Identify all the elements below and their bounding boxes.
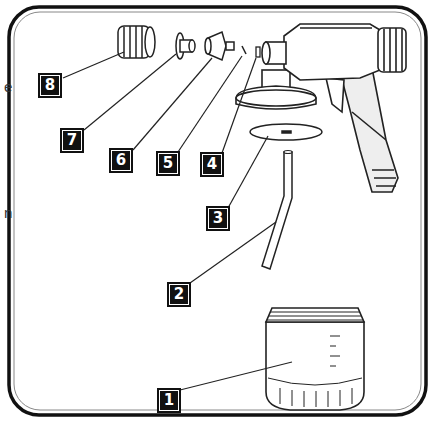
callout-number: 7	[60, 128, 84, 153]
inner-frame	[14, 12, 421, 410]
callout-number: 6	[109, 148, 133, 173]
nozzle-part	[205, 32, 234, 60]
spray-gun	[236, 24, 406, 192]
pin-part	[242, 46, 246, 54]
callout-number: 8	[38, 73, 62, 98]
nut-part	[118, 26, 155, 58]
seal-part	[256, 47, 260, 57]
paint-cup	[266, 308, 364, 410]
callout-number: 2	[167, 282, 191, 307]
text-fragment: n	[4, 205, 12, 220]
leader-lines	[63, 52, 292, 390]
outer-frame	[9, 7, 426, 415]
tube-end	[284, 151, 292, 154]
callout-number: 3	[206, 206, 230, 231]
filter-disc	[250, 124, 322, 140]
callout-number: 4	[200, 152, 224, 177]
callout-number: 1	[157, 388, 181, 413]
text-fragment: e	[4, 79, 12, 94]
callout-number: 5	[156, 151, 180, 176]
suction-tube	[262, 152, 292, 269]
cap-part	[176, 33, 195, 59]
